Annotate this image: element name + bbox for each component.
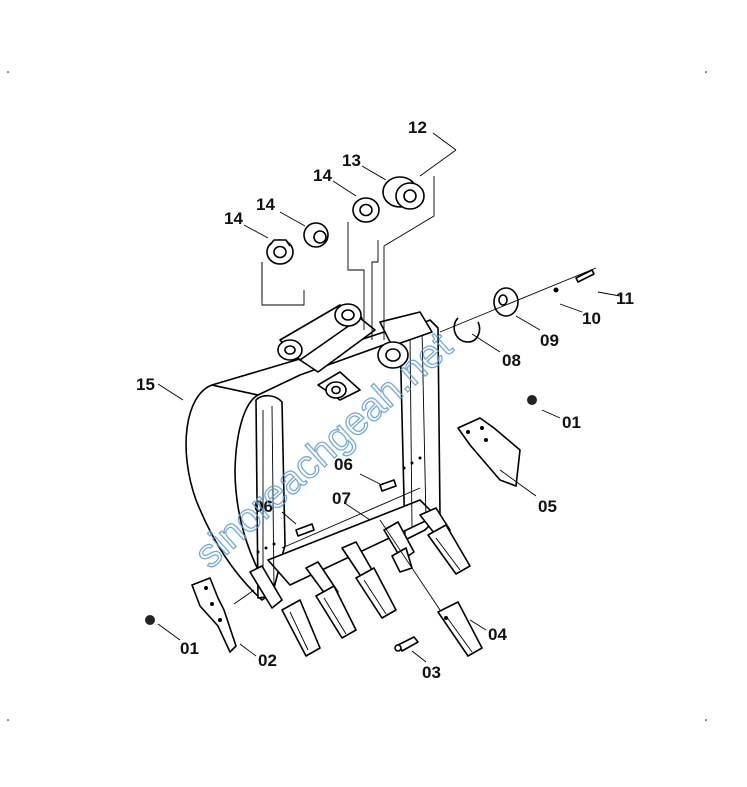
pins-06 [295,479,397,537]
tooth-1 [249,565,321,657]
mounting-lugs [277,303,433,401]
callout-09: 09 [540,331,559,350]
bushings [266,176,425,265]
callout-14-a: 14 [313,166,332,185]
tooth-pin [394,636,419,652]
tooth-5 [419,507,471,575]
callout-10: 10 [582,309,601,328]
explode-leaders [261,149,457,340]
callout-14-c: 14 [224,209,243,228]
callout-13: 13 [342,151,361,170]
side-cutter-right [457,417,521,487]
tooth-3 [341,541,397,619]
callout-01-right: 01 [562,413,581,432]
callout-03: 03 [422,663,441,682]
callout-14-b: 14 [256,195,275,214]
callout-labels: 12 13 14 14 14 15 11 10 09 08 01 05 06 0… [136,118,634,682]
callout-12: 12 [408,118,427,137]
callout-01-left: 01 [180,639,199,658]
corner-marks [7,71,707,721]
replacement-tooth [437,601,483,657]
side-cutter-left [191,577,237,653]
callout-15: 15 [136,375,155,394]
callout-04: 04 [488,625,507,644]
callout-06-mid: 06 [334,455,353,474]
pin-hardware-right [439,267,597,343]
nuts-01 [145,395,537,625]
callout-06-left: 06 [254,497,273,516]
callout-11: 11 [616,289,634,308]
callout-02: 02 [258,651,277,670]
tooth-2 [305,561,357,639]
callout-08: 08 [502,351,521,370]
callout-07: 07 [332,489,351,508]
callout-leaders [157,132,621,663]
teeth-row [249,507,471,657]
callout-05: 05 [538,497,557,516]
